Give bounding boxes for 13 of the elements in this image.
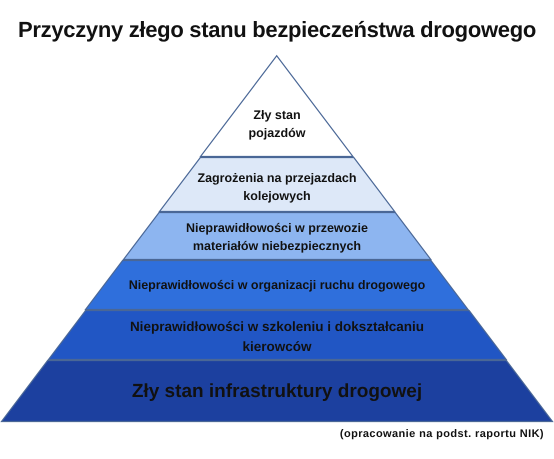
tier-label: Zły stan infrastruktury drogowej [130, 380, 424, 404]
tier-label: Zły stan pojazdów [248, 107, 306, 142]
pyramid-tier [48, 310, 506, 360]
tier-label: Zagrożenia na przejazdach kolejowych [196, 170, 358, 205]
pyramid-tier [85, 260, 469, 310]
pyramid-tier [158, 157, 396, 212]
tier-label: Nieprawidłowości w szkoleniu i dokształcaniu kierowców [128, 318, 426, 356]
title: Przyczyny złego stanu bezpieczeństwa drogowego [17, 17, 537, 43]
pyramid-tier [200, 55, 354, 157]
tier-label: Nieprawidłowości w przewozie materiałów niebezpiecznych [184, 220, 369, 255]
tier-label: Nieprawidłowości w organizacji ruchu drogowego [128, 277, 426, 294]
pyramid-tier [122, 212, 432, 260]
pyramid-tier [1, 360, 553, 422]
